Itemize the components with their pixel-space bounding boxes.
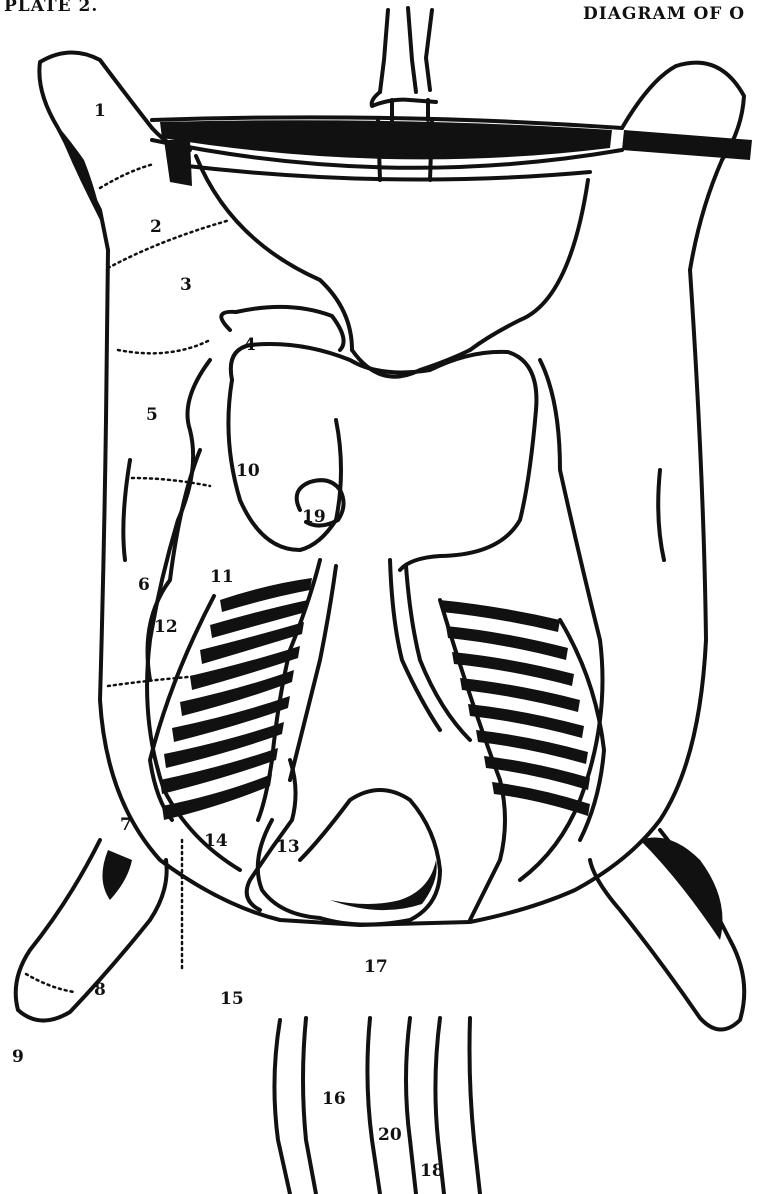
cut-label-9: 9 [12,1047,24,1067]
cut-label-18: 18 [420,1161,444,1181]
cut-label-1: 1 [94,101,106,121]
right-ribs [440,600,604,840]
cut-label-15: 15 [220,989,244,1009]
cut-label-12: 12 [154,617,178,637]
right-foreleg [590,830,744,1030]
cut-label-10: 10 [236,461,260,481]
cut-label-7: 7 [120,815,132,835]
cut-label-14: 14 [204,831,228,851]
cut-numbers: 1 2 3 4 5 6 7 8 9 10 11 12 13 14 15 16 1… [12,101,444,1181]
upper-organ [228,344,536,570]
cut-label-8: 8 [94,980,106,1000]
cut-label-5: 5 [146,405,158,425]
cut-label-17: 17 [364,957,388,977]
neck [274,1018,480,1194]
hook [372,8,436,120]
cut-label-6: 6 [138,575,150,595]
cut-label-20: 20 [378,1125,402,1145]
lower-organ [258,790,440,925]
cut-label-4: 4 [244,335,256,355]
cut-label-11: 11 [210,567,234,587]
cut-label-13: 13 [276,837,300,857]
cut-label-16: 16 [322,1089,346,1109]
cut-label-2: 2 [150,217,162,237]
cut-label-19: 19 [302,507,326,527]
gambrel-bar [152,117,752,186]
right-hind-leg [622,63,744,270]
left-foreleg [16,840,167,1021]
cut-label-3: 3 [180,275,192,295]
left-ribs [150,578,312,820]
